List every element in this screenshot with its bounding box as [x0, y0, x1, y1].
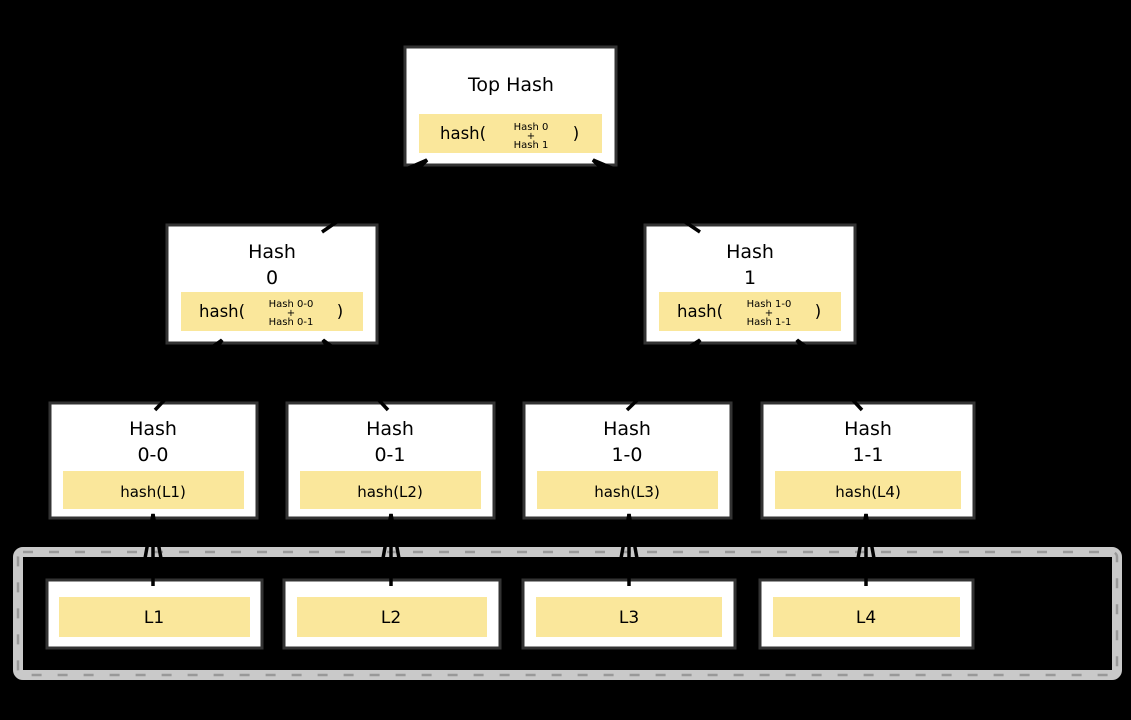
node-title-line1: Hash	[726, 241, 774, 263]
data-block-highlight	[536, 597, 722, 637]
arrow-hash-1-to-top-hash-icon	[591, 158, 701, 234]
data-blocks-container	[13, 547, 1122, 680]
hash-0-node: Hash 0 hash( Hash 0-0 + Hash 0-1 )	[165, 223, 379, 345]
hash-operand-bottom: Hash 1	[514, 140, 549, 151]
node-title-line2: 0-0	[137, 444, 168, 466]
hash-operand-bottom: Hash 1-1	[747, 317, 792, 328]
hash-operand-top: Hash 0	[514, 122, 549, 133]
hash-0-0-node: Hash 0-0 hash(L1)	[48, 401, 259, 520]
hash-operator: +	[287, 308, 295, 319]
hash-highlight	[537, 471, 718, 509]
hash-1-0-node: Hash 1-0 hash(L3)	[522, 401, 733, 520]
data-block-label: L2	[381, 608, 401, 628]
hash-suffix: )	[815, 302, 821, 321]
hash-highlight	[659, 292, 841, 331]
hash-prefix: hash(	[199, 302, 245, 321]
hash-operator: +	[527, 131, 535, 142]
arrow-hash-0-0-to-hash-0-icon	[153, 338, 224, 412]
node-title-line1: Hash	[844, 418, 892, 440]
node-title-line1: Hash	[366, 418, 414, 440]
hash-suffix: )	[337, 302, 343, 321]
arrow-hash-0-1-to-hash-0-icon	[321, 338, 390, 412]
top-hash-node: Top Hash hash( Hash 0 + Hash 1 )	[403, 45, 618, 167]
node-title-line1: Hash	[129, 418, 177, 440]
data-block-label: L4	[856, 608, 876, 628]
data-block-l1: L1	[45, 578, 264, 650]
hash-1-node: Hash 1 hash( Hash 1-0 + Hash 1-1 )	[643, 223, 857, 345]
tree-arrows	[142, 158, 877, 586]
hash-operand-top: Hash 0-0	[269, 299, 314, 310]
data-block-l3: L3	[521, 578, 737, 650]
node-title-line1: Hash	[603, 418, 651, 440]
node-title-line2: 1-1	[852, 444, 883, 466]
hash-formula: hash(L4)	[835, 483, 901, 501]
data-block-highlight	[773, 597, 960, 637]
arrow-l4-to-hash-1-1-icon	[855, 513, 877, 586]
node-title-line2: 0	[266, 267, 278, 289]
data-block-label: L1	[144, 608, 164, 628]
data-block-highlight	[59, 597, 250, 637]
node-title-line2: 1-0	[611, 444, 642, 466]
data-blocks-container-dashes	[16, 550, 1119, 677]
node-title: Top Hash	[467, 74, 554, 96]
node-title-line2: 0-1	[374, 444, 405, 466]
hash-formula: hash(L1)	[120, 483, 186, 501]
hash-1-1-node: Hash 1-1 hash(L4)	[760, 401, 976, 520]
data-block-l4: L4	[758, 578, 975, 650]
node-title-line2: 1	[744, 267, 756, 289]
hash-prefix: hash(	[440, 124, 486, 143]
hash-highlight	[419, 114, 602, 153]
node-title-line1: Hash	[248, 241, 296, 263]
hash-formula: hash(L2)	[357, 483, 423, 501]
arrow-l3-to-hash-1-0-icon	[618, 513, 640, 586]
arrow-hash-1-0-to-hash-1-icon	[625, 338, 702, 412]
hash-prefix: hash(	[677, 302, 723, 321]
arrow-l2-to-hash-0-1-icon	[380, 513, 402, 586]
hash-0-1-node: Hash 0-1 hash(L2)	[285, 401, 496, 520]
hash-highlight	[181, 292, 363, 331]
hash-suffix: )	[573, 124, 579, 143]
hash-formula: hash(L3)	[594, 483, 660, 501]
hash-highlight	[300, 471, 481, 509]
arrow-hash-1-1-to-hash-1-icon	[795, 338, 864, 412]
hash-highlight	[63, 471, 244, 509]
arrow-l1-to-hash-0-0-icon	[142, 513, 164, 586]
data-block-label: L3	[619, 608, 639, 628]
hash-operand-top: Hash 1-0	[747, 299, 792, 310]
data-block-l2: L2	[282, 578, 502, 650]
arrow-hash-0-to-top-hash-icon	[321, 158, 429, 234]
data-block-highlight	[297, 597, 487, 637]
hash-operand-bottom: Hash 0-1	[269, 317, 314, 328]
hash-highlight	[775, 471, 961, 509]
hash-operator: +	[765, 308, 773, 319]
